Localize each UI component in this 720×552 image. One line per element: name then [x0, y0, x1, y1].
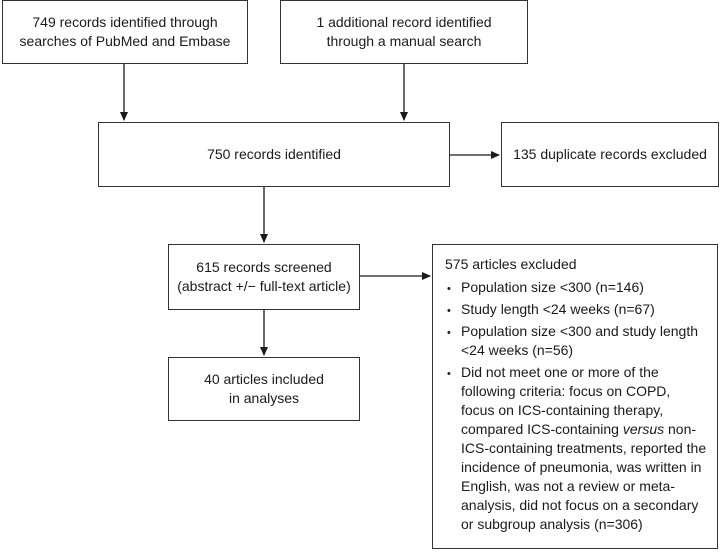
- manual-search-box: 1 additional record identified through a…: [280, 0, 528, 64]
- identified-label: 750 records identified: [207, 146, 341, 162]
- screened-line-2: (abstract +/− full-text article): [177, 278, 351, 294]
- search-sources-line-1: 749 records identified through: [32, 14, 218, 30]
- screened-box: 615 records screened (abstract +/− full-…: [168, 244, 360, 310]
- criteria-text-italic: versus: [622, 421, 665, 437]
- manual-search-line-1: 1 additional record identified: [316, 14, 492, 30]
- manual-search-line-2: through a manual search: [326, 33, 482, 49]
- exclusion-reason-study-length: Study length <24 weeks (n=67): [445, 300, 707, 321]
- search-sources-box: 749 records identified through searches …: [2, 0, 248, 64]
- included-box: 40 articles included in analyses: [168, 357, 360, 421]
- duplicates-box: 135 duplicate records excluded: [501, 122, 719, 187]
- exclusion-reasons-list: Population size <300 (n=146) Study lengt…: [445, 278, 707, 534]
- identified-box: 750 records identified: [98, 122, 450, 187]
- exclusion-reason-population: Population size <300 (n=146): [445, 278, 707, 299]
- screened-line-1: 615 records screened: [196, 259, 332, 275]
- criteria-text-start: Did not meet one or more of the followin…: [461, 364, 671, 437]
- excluded-title: 575 articles excluded: [445, 256, 577, 272]
- included-line-2: in analyses: [228, 390, 300, 406]
- exclusion-reason-population-and-length: Population size <300 and study length <2…: [445, 322, 707, 360]
- criteria-text-end: non-ICS-containing treatments, reported …: [461, 421, 707, 532]
- included-line-1: 40 articles included: [204, 371, 324, 387]
- exclusion-reason-criteria: Did not meet one or more of the followin…: [445, 363, 707, 534]
- search-sources-line-2: searches of PubMed and Embase: [19, 33, 231, 49]
- excluded-box: 575 articles excluded Population size <3…: [432, 244, 718, 549]
- duplicates-label: 135 duplicate records excluded: [513, 146, 707, 162]
